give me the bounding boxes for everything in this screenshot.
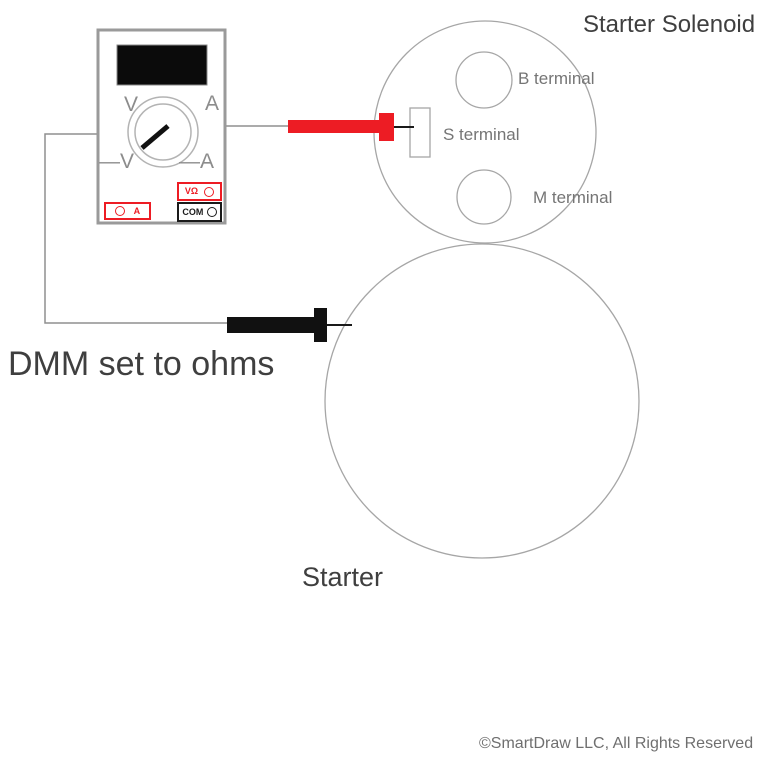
s-terminal-rect: [409, 107, 431, 158]
dial-label-amps: A: [205, 92, 220, 115]
black-probe: [227, 308, 352, 342]
com-jack-label: COM: [182, 206, 204, 217]
copyright-text: ©SmartDraw LLC, All Rights Reserved: [479, 735, 754, 752]
amp-jack-hole-icon: [114, 206, 125, 216]
com-jack: COM: [177, 202, 222, 222]
dial-label-amps-dc: —A: [179, 150, 215, 173]
b-terminal-circle: [455, 51, 513, 109]
s-terminal-label: S terminal: [443, 125, 520, 144]
m-terminal-label: M terminal: [533, 188, 613, 207]
b-terminal-label: B terminal: [518, 69, 595, 88]
dial-outer-ring: [127, 96, 199, 168]
amp-jack: A: [104, 202, 151, 220]
red-probe: [288, 113, 414, 141]
vohm-jack-label: VΩ: [184, 186, 199, 196]
red-probe-collar: [379, 113, 394, 141]
dial-inner-ring: [134, 103, 192, 161]
com-jack-hole-icon: [206, 207, 217, 217]
amp-jack-label: A: [133, 205, 141, 216]
starter-body-circle: [324, 243, 640, 559]
solenoid-title: Starter Solenoid: [583, 11, 756, 38]
vohm-jack-hole-icon: [204, 186, 215, 197]
black-probe-wire: [44, 133, 229, 324]
starter-label: Starter: [302, 562, 384, 592]
multimeter-display: [116, 44, 208, 86]
m-terminal-circle: [456, 169, 512, 225]
red-probe-body: [288, 120, 382, 133]
dial-needle-icon: [140, 124, 170, 150]
black-probe-collar: [314, 308, 327, 342]
black-probe-body: [227, 317, 317, 333]
dial-label-volts: V: [124, 93, 139, 116]
vohm-jack: VΩ: [177, 182, 222, 201]
dmm-caption: DMM set to ohms: [8, 345, 275, 383]
dial-label-volts-dc: —V: [99, 150, 135, 173]
